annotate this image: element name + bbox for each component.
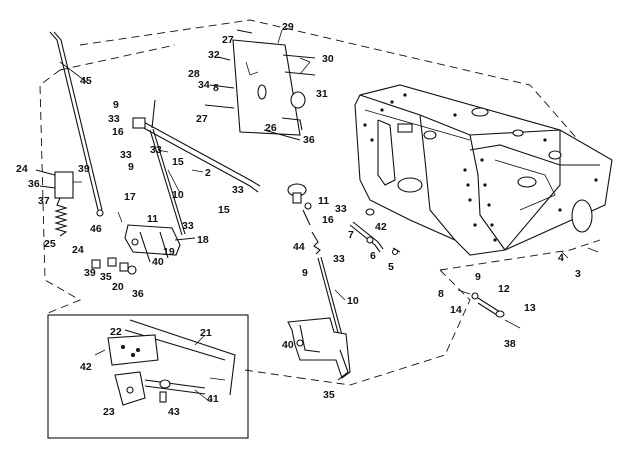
callout-36b: 36	[28, 178, 40, 190]
callout-10b: 10	[347, 295, 359, 307]
callout-9b: 9	[128, 161, 134, 173]
callout-26: 26	[265, 122, 277, 134]
callout-25: 25	[44, 238, 56, 250]
assembly-outline	[39, 19, 601, 386]
callout-30: 30	[322, 53, 334, 65]
right-linkage	[287, 183, 401, 381]
callout-13: 13	[524, 302, 536, 314]
callout-33f: 33	[182, 220, 194, 232]
callout-36c: 36	[132, 288, 144, 300]
callout-42a: 42	[375, 221, 387, 233]
callout-43: 43	[168, 406, 180, 418]
callout-27b: 27	[196, 113, 208, 125]
callout-9d: 9	[475, 271, 481, 283]
callout-11b: 11	[147, 213, 158, 225]
callout-11a: 11	[318, 195, 329, 207]
callout-35a: 35	[100, 271, 112, 283]
callout-33g: 33	[333, 253, 345, 265]
callout-33b: 33	[150, 144, 162, 156]
callout-39b: 39	[84, 267, 96, 279]
callout-27a: 27	[222, 34, 234, 46]
shift-lever	[49, 31, 104, 217]
callout-42b: 42	[80, 361, 92, 373]
callout-29: 29	[282, 21, 294, 33]
callout-21: 21	[200, 327, 212, 339]
callout-10a: 10	[172, 189, 184, 201]
callout-24a: 24	[16, 163, 28, 175]
callout-19: 19	[163, 246, 175, 258]
inset-detail	[47, 314, 249, 439]
shift-rod	[132, 99, 261, 193]
callout-28: 28	[188, 68, 200, 80]
callout-18: 18	[197, 234, 209, 246]
callout-15a: 15	[172, 156, 184, 168]
callout-46: 46	[90, 223, 102, 235]
mounting-plate	[204, 29, 316, 141]
callout-2: 2	[205, 167, 211, 179]
callout-17: 17	[124, 191, 136, 203]
callout-41: 41	[207, 393, 219, 405]
callout-40a: 40	[152, 256, 164, 268]
callout-38: 38	[504, 338, 516, 350]
callout-16b: 16	[322, 214, 334, 226]
callout-33e: 33	[335, 203, 347, 215]
callout-40b: 40	[282, 339, 294, 351]
callout-32: 32	[208, 49, 220, 61]
callout-22: 22	[110, 326, 122, 338]
callout-6: 6	[370, 250, 376, 262]
leader-lines	[59, 29, 346, 403]
callout-36a: 36	[303, 134, 315, 146]
callout-33d: 33	[232, 184, 244, 196]
callout-8b: 8	[438, 288, 444, 300]
lower-right-rod	[457, 247, 599, 329]
callout-3: 3	[575, 268, 581, 280]
chassis-frame	[354, 84, 613, 256]
callout-33a: 33	[108, 113, 120, 125]
callout-44: 44	[293, 241, 305, 253]
callout-4: 4	[558, 252, 564, 264]
callout-45: 45	[80, 75, 92, 87]
callout-39a: 39	[78, 163, 90, 175]
callout-15b: 15	[218, 204, 230, 216]
callout-5: 5	[388, 261, 394, 273]
callout-31: 31	[316, 88, 328, 100]
callout-labels: 29 27 32 30 28 34 8 31 45 9 33 27 26 16 …	[16, 21, 581, 418]
callout-9a: 9	[113, 99, 119, 111]
callout-34: 34	[198, 79, 210, 91]
callout-24b: 24	[72, 244, 84, 256]
callout-33c: 33	[120, 149, 132, 161]
callout-14: 14	[450, 304, 462, 316]
callout-16a: 16	[112, 126, 124, 138]
callout-37: 37	[38, 195, 50, 207]
callout-12: 12	[498, 283, 510, 295]
left-control-rod	[91, 128, 196, 275]
callout-8a: 8	[213, 82, 219, 94]
callout-23: 23	[103, 406, 115, 418]
spring-assembly	[35, 169, 82, 237]
callout-9c: 9	[302, 267, 308, 279]
callout-7: 7	[348, 229, 354, 241]
callout-35b: 35	[323, 389, 335, 401]
callout-20: 20	[112, 281, 124, 293]
